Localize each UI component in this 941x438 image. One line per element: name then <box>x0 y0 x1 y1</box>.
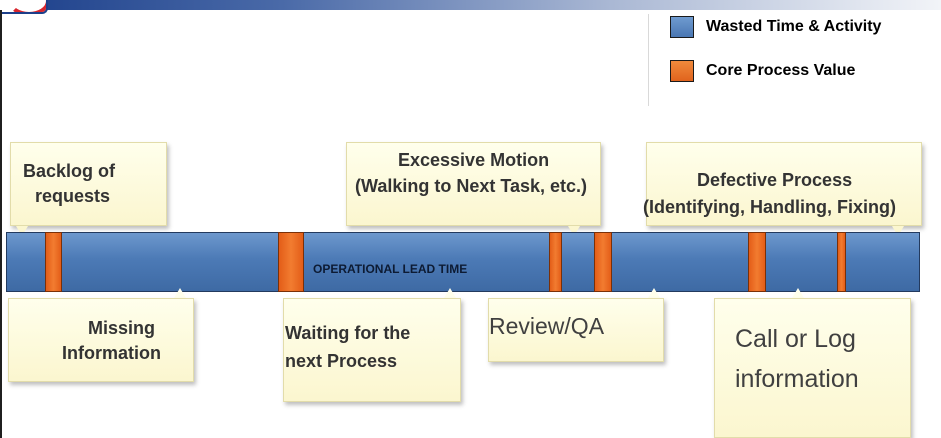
callout-review-line1: Review/QA <box>489 313 605 339</box>
callout-defective-process-pointer <box>892 226 904 236</box>
callout-backlog-pointer <box>16 226 28 236</box>
legend-label-core-value: Core Process Value <box>706 62 856 79</box>
core-value-segment <box>748 232 766 292</box>
callout-call-log-pointer <box>792 288 804 298</box>
core-value-segment <box>45 232 62 292</box>
callout-excessive-motion-line2: (Walking to Next Task, etc.) <box>355 176 588 196</box>
callout-defective-process: Defective Process (Identifying, Handling… <box>643 142 922 226</box>
legend-swatch-core-value <box>670 60 694 82</box>
legend-swatch-wasted-time <box>670 16 694 38</box>
callout-call-log-line1: Call or Log <box>735 325 856 353</box>
legend-divider <box>648 14 649 106</box>
core-value-segment <box>549 232 562 292</box>
callout-waiting-pointer <box>444 288 456 298</box>
left-frame-line <box>0 10 2 438</box>
legend-label-wasted-time: Wasted Time & Activity <box>706 18 882 35</box>
core-value-segment <box>278 232 304 292</box>
callout-excessive-motion: Excessive Motion (Walking to Next Task, … <box>346 142 601 226</box>
timeline-label: OPERATIONAL LEAD TIME <box>313 262 468 276</box>
callout-call-log-line2: information <box>735 365 859 393</box>
company-logo <box>0 0 48 14</box>
callout-missing-info-line1: Missing <box>88 318 156 338</box>
callout-backlog-line2: requests <box>35 186 111 206</box>
callout-excessive-motion-pointer <box>568 226 580 236</box>
callout-defective-process-line1: Defective Process <box>697 170 853 190</box>
callout-backlog: Backlog of requests <box>10 142 167 226</box>
core-value-segment <box>837 232 846 292</box>
callout-backlog-line1: Backlog of <box>23 161 116 181</box>
callout-excessive-motion-line1: Excessive Motion <box>398 150 550 170</box>
operational-lead-time-bar <box>6 232 920 292</box>
callout-waiting-line1: Waiting for the <box>285 323 411 343</box>
callout-call-log: Call or Log information <box>714 298 911 438</box>
callout-missing-info: Missing Information <box>8 298 194 382</box>
callout-waiting: Waiting for the next Process <box>283 298 461 402</box>
header-rule <box>0 0 941 10</box>
callout-review-pointer <box>648 288 660 298</box>
core-value-segment <box>594 232 612 292</box>
callout-missing-info-line2: Information <box>62 343 161 363</box>
callout-review: Review/QA <box>488 298 664 362</box>
callout-missing-info-pointer <box>174 288 186 298</box>
callout-waiting-line2: next Process <box>285 351 398 371</box>
callout-defective-process-line2: (Identifying, Handling, Fixing) <box>643 197 896 217</box>
